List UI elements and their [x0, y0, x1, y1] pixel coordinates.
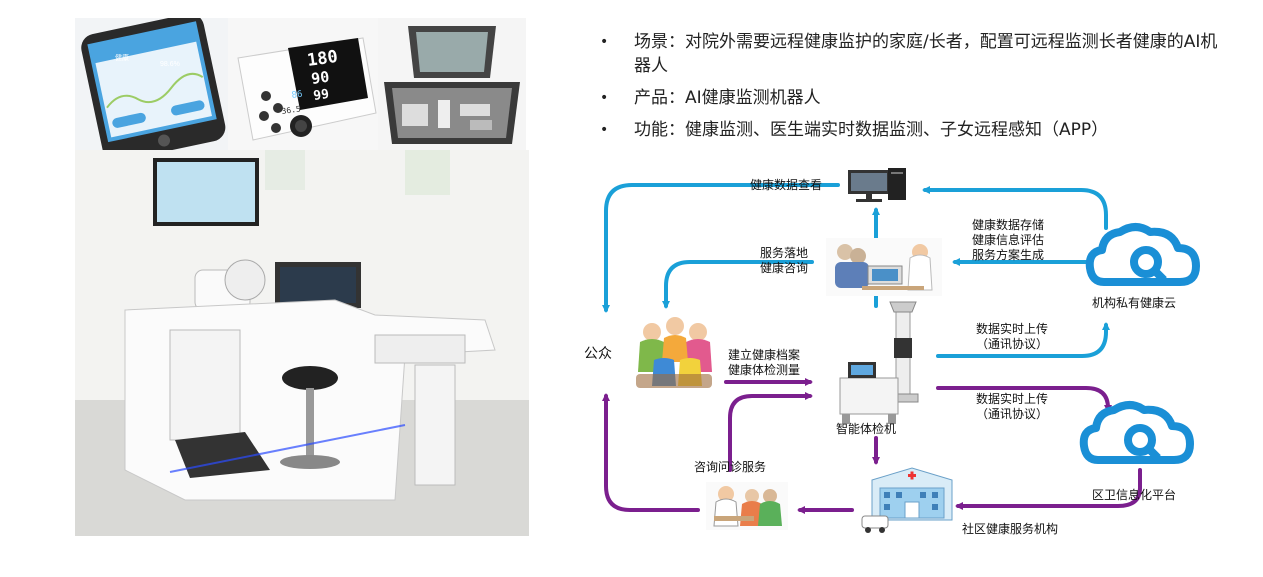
label-health-exam: 健康体检测量: [728, 363, 801, 377]
arrow-view-to-public: [602, 183, 840, 313]
bp-aux: 36.5: [281, 104, 302, 116]
label-build-records: 建立健康档案 健康体检测量: [728, 348, 800, 378]
desktop-computer-icon: [848, 168, 906, 202]
label-data-storage: 健康数据存储: [972, 218, 1045, 232]
phone-app-photo: 健康 98.6%: [75, 18, 228, 150]
label-smart-machine: 智能体检机: [836, 422, 897, 436]
label-upload-region: 数据实时上传 （通讯协议）: [976, 392, 1048, 422]
arrow-machine-to-cloud: [936, 322, 1110, 358]
label-protocol-1: （通讯协议）: [976, 337, 1049, 351]
arrow-doctor-to-family: [662, 260, 814, 309]
arrow-consult-to-public: [602, 393, 700, 512]
doctor-consult-icon: [826, 238, 942, 296]
label-public: 公众: [584, 346, 612, 362]
label-service-landing: 服务落地 健康咨询: [760, 246, 808, 276]
label-upload-realtime-2: 数据实时上传: [976, 392, 1049, 406]
bullet-list: 场景：对院外需要远程健康监护的家庭/长者，配置可远程监测长者健康的AI机器人 产…: [600, 30, 1220, 150]
arrow-region-to-community: [955, 468, 1142, 510]
bullet-scene: 场景：对院外需要远程健康监护的家庭/长者，配置可远程监测长者健康的AI机器人: [600, 30, 1220, 78]
phone-screen-text-2: 98.6%: [160, 61, 180, 68]
label-upload-cloud: 数据实时上传 （通讯协议）: [976, 322, 1048, 352]
label-cloud-services: 健康数据存储 健康信息评估 服务方案生成: [972, 218, 1044, 263]
bp-pulse: 99: [312, 87, 330, 104]
label-info-assessment: 健康信息评估: [972, 233, 1045, 247]
consultation-service-icon: [706, 482, 788, 530]
bullet-product: 产品：AI健康监测机器人: [600, 86, 1220, 110]
bp-monitor-photo: 180 90 99 86 36.5: [228, 18, 378, 150]
medical-kit-photo: [378, 18, 526, 150]
bullet-function: 功能：健康监测、医生端实时数据监测、子女远程感知（APP）: [600, 118, 1220, 142]
regional-cloud-icon: [1079, 401, 1194, 464]
arrow-consult-to-machine: [728, 392, 813, 472]
arrow-cloud-to-pc: [922, 186, 1108, 230]
label-service-delivery: 服务落地: [760, 246, 809, 260]
label-health-archive: 建立健康档案: [728, 348, 801, 362]
bp-sys: 180: [306, 47, 339, 71]
family-group-icon: [636, 317, 712, 388]
label-regional-platform: 区卫信息化平台: [1092, 488, 1177, 502]
label-consult-service: 咨询问诊服务: [694, 460, 767, 474]
label-health-consult: 健康咨询: [760, 261, 809, 275]
health-station-photo: [75, 150, 529, 536]
private-cloud-icon: [1085, 223, 1200, 286]
label-private-cloud: 机构私有健康云: [1092, 296, 1177, 310]
health-check-machine-icon: [839, 301, 919, 424]
phone-screen-text-1: 健康: [115, 53, 129, 62]
label-upload-realtime-1: 数据实时上传: [976, 322, 1049, 336]
label-plan-generation: 服务方案生成: [972, 248, 1045, 262]
bp-temp: 86: [291, 90, 303, 101]
label-community-org: 社区健康服务机构: [962, 522, 1059, 536]
bp-dia: 90: [310, 68, 330, 88]
label-protocol-2: （通讯协议）: [976, 407, 1049, 421]
community-health-center-icon: [861, 467, 953, 533]
label-health-data-view: 健康数据查看: [750, 178, 823, 192]
